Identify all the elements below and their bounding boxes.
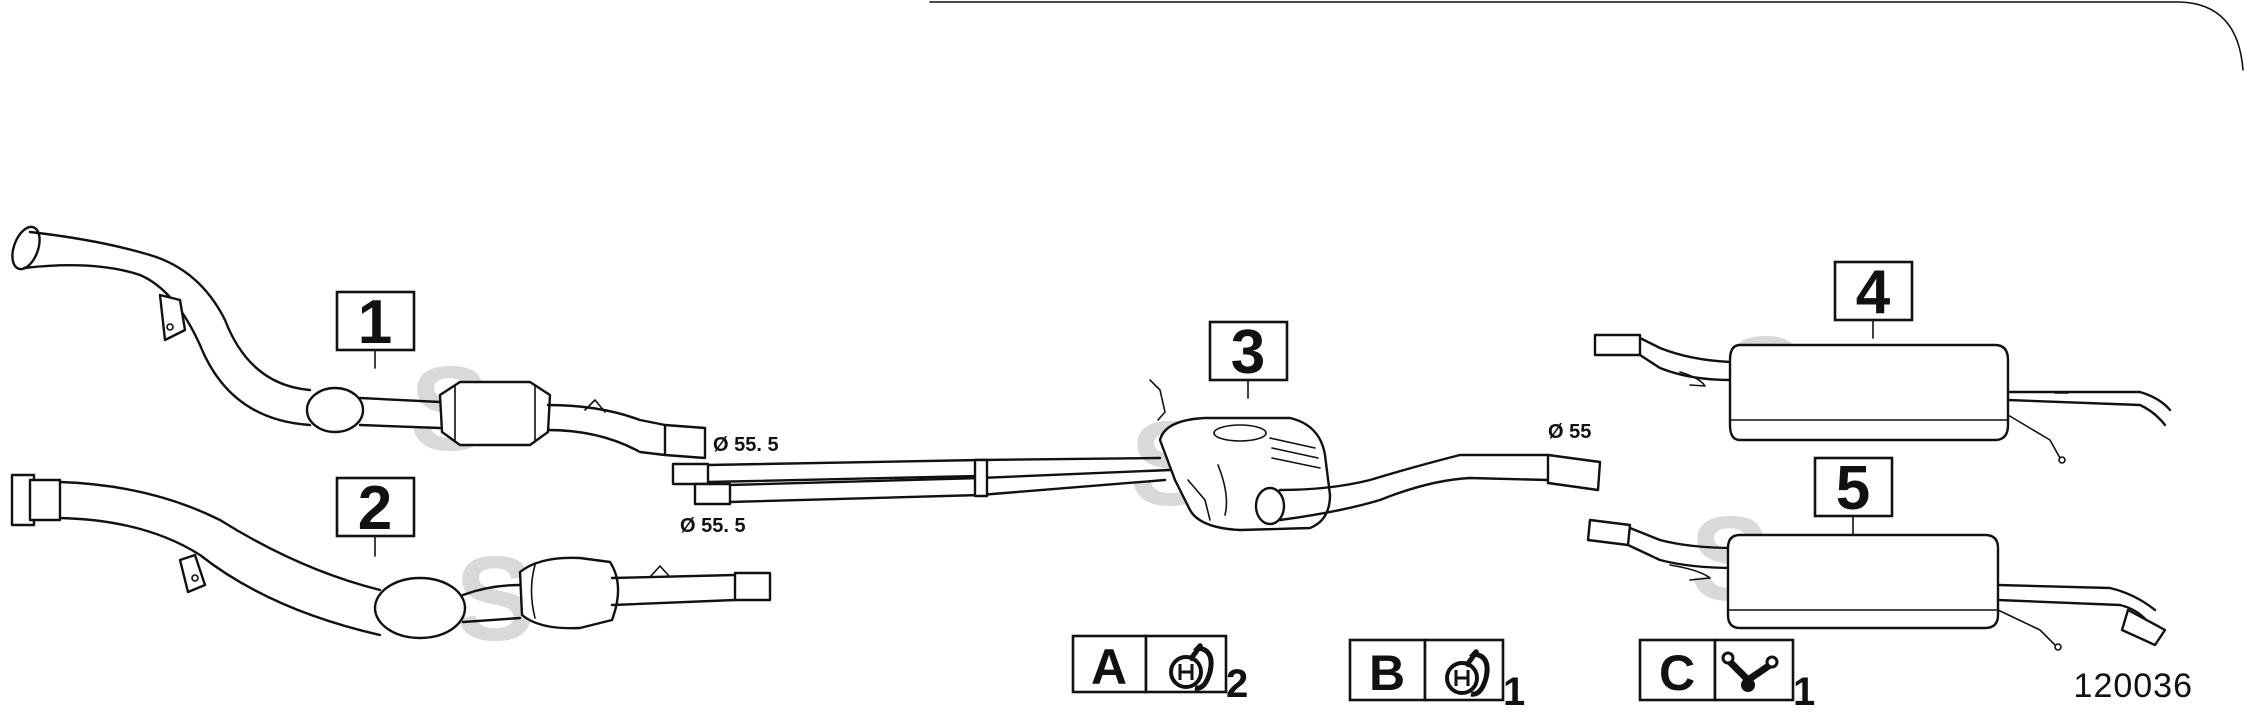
callout-4: 4	[1833, 258, 1914, 339]
dimension-label-1: Ø 55. 5	[713, 434, 779, 456]
part-4-rear-muffler	[1593, 333, 2172, 464]
dimension-label-3: Ø 55	[1548, 421, 1591, 443]
part-5-rear-muffler	[1586, 518, 2167, 651]
callout-1-label: 1	[358, 288, 392, 357]
figure-number: 120036	[2074, 667, 2193, 705]
callout-5: 5	[1813, 454, 1894, 535]
callout-1: 1	[335, 288, 416, 369]
legend-b-letter: B	[1369, 645, 1405, 701]
callout-3: 3	[1208, 318, 1289, 399]
callout-2-label: 2	[358, 474, 392, 543]
legend-c-qty: 1	[1793, 670, 1815, 710]
legend-item-a: A 2	[1071, 634, 1248, 706]
legend-item-b: B 1	[1348, 638, 1525, 714]
dimension-label-2: Ø 55. 5	[680, 515, 746, 537]
legend-item-c: C 1	[1638, 638, 1815, 714]
callout-4-label: 4	[1856, 258, 1891, 327]
rubber-hanger-icon	[1445, 649, 1490, 697]
clamp-bracket-icon	[1721, 651, 1779, 692]
part-3-center-pipe-muffler	[671, 379, 1602, 532]
legend-a-qty: 2	[1226, 662, 1248, 706]
part-2-front-pipe-catalyst	[10, 473, 772, 640]
callout-2: 2	[335, 474, 416, 557]
legend-c-letter: C	[1659, 645, 1695, 701]
legend-b-qty: 1	[1503, 670, 1525, 710]
legend-a-letter: A	[1091, 639, 1127, 695]
rubber-hanger-icon	[1169, 643, 1214, 691]
frame-border	[929, 1, 2244, 71]
part-1-front-pipe-catalyst	[11, 225, 707, 460]
callout-3-label: 3	[1231, 318, 1265, 387]
callout-5-label: 5	[1836, 454, 1870, 523]
